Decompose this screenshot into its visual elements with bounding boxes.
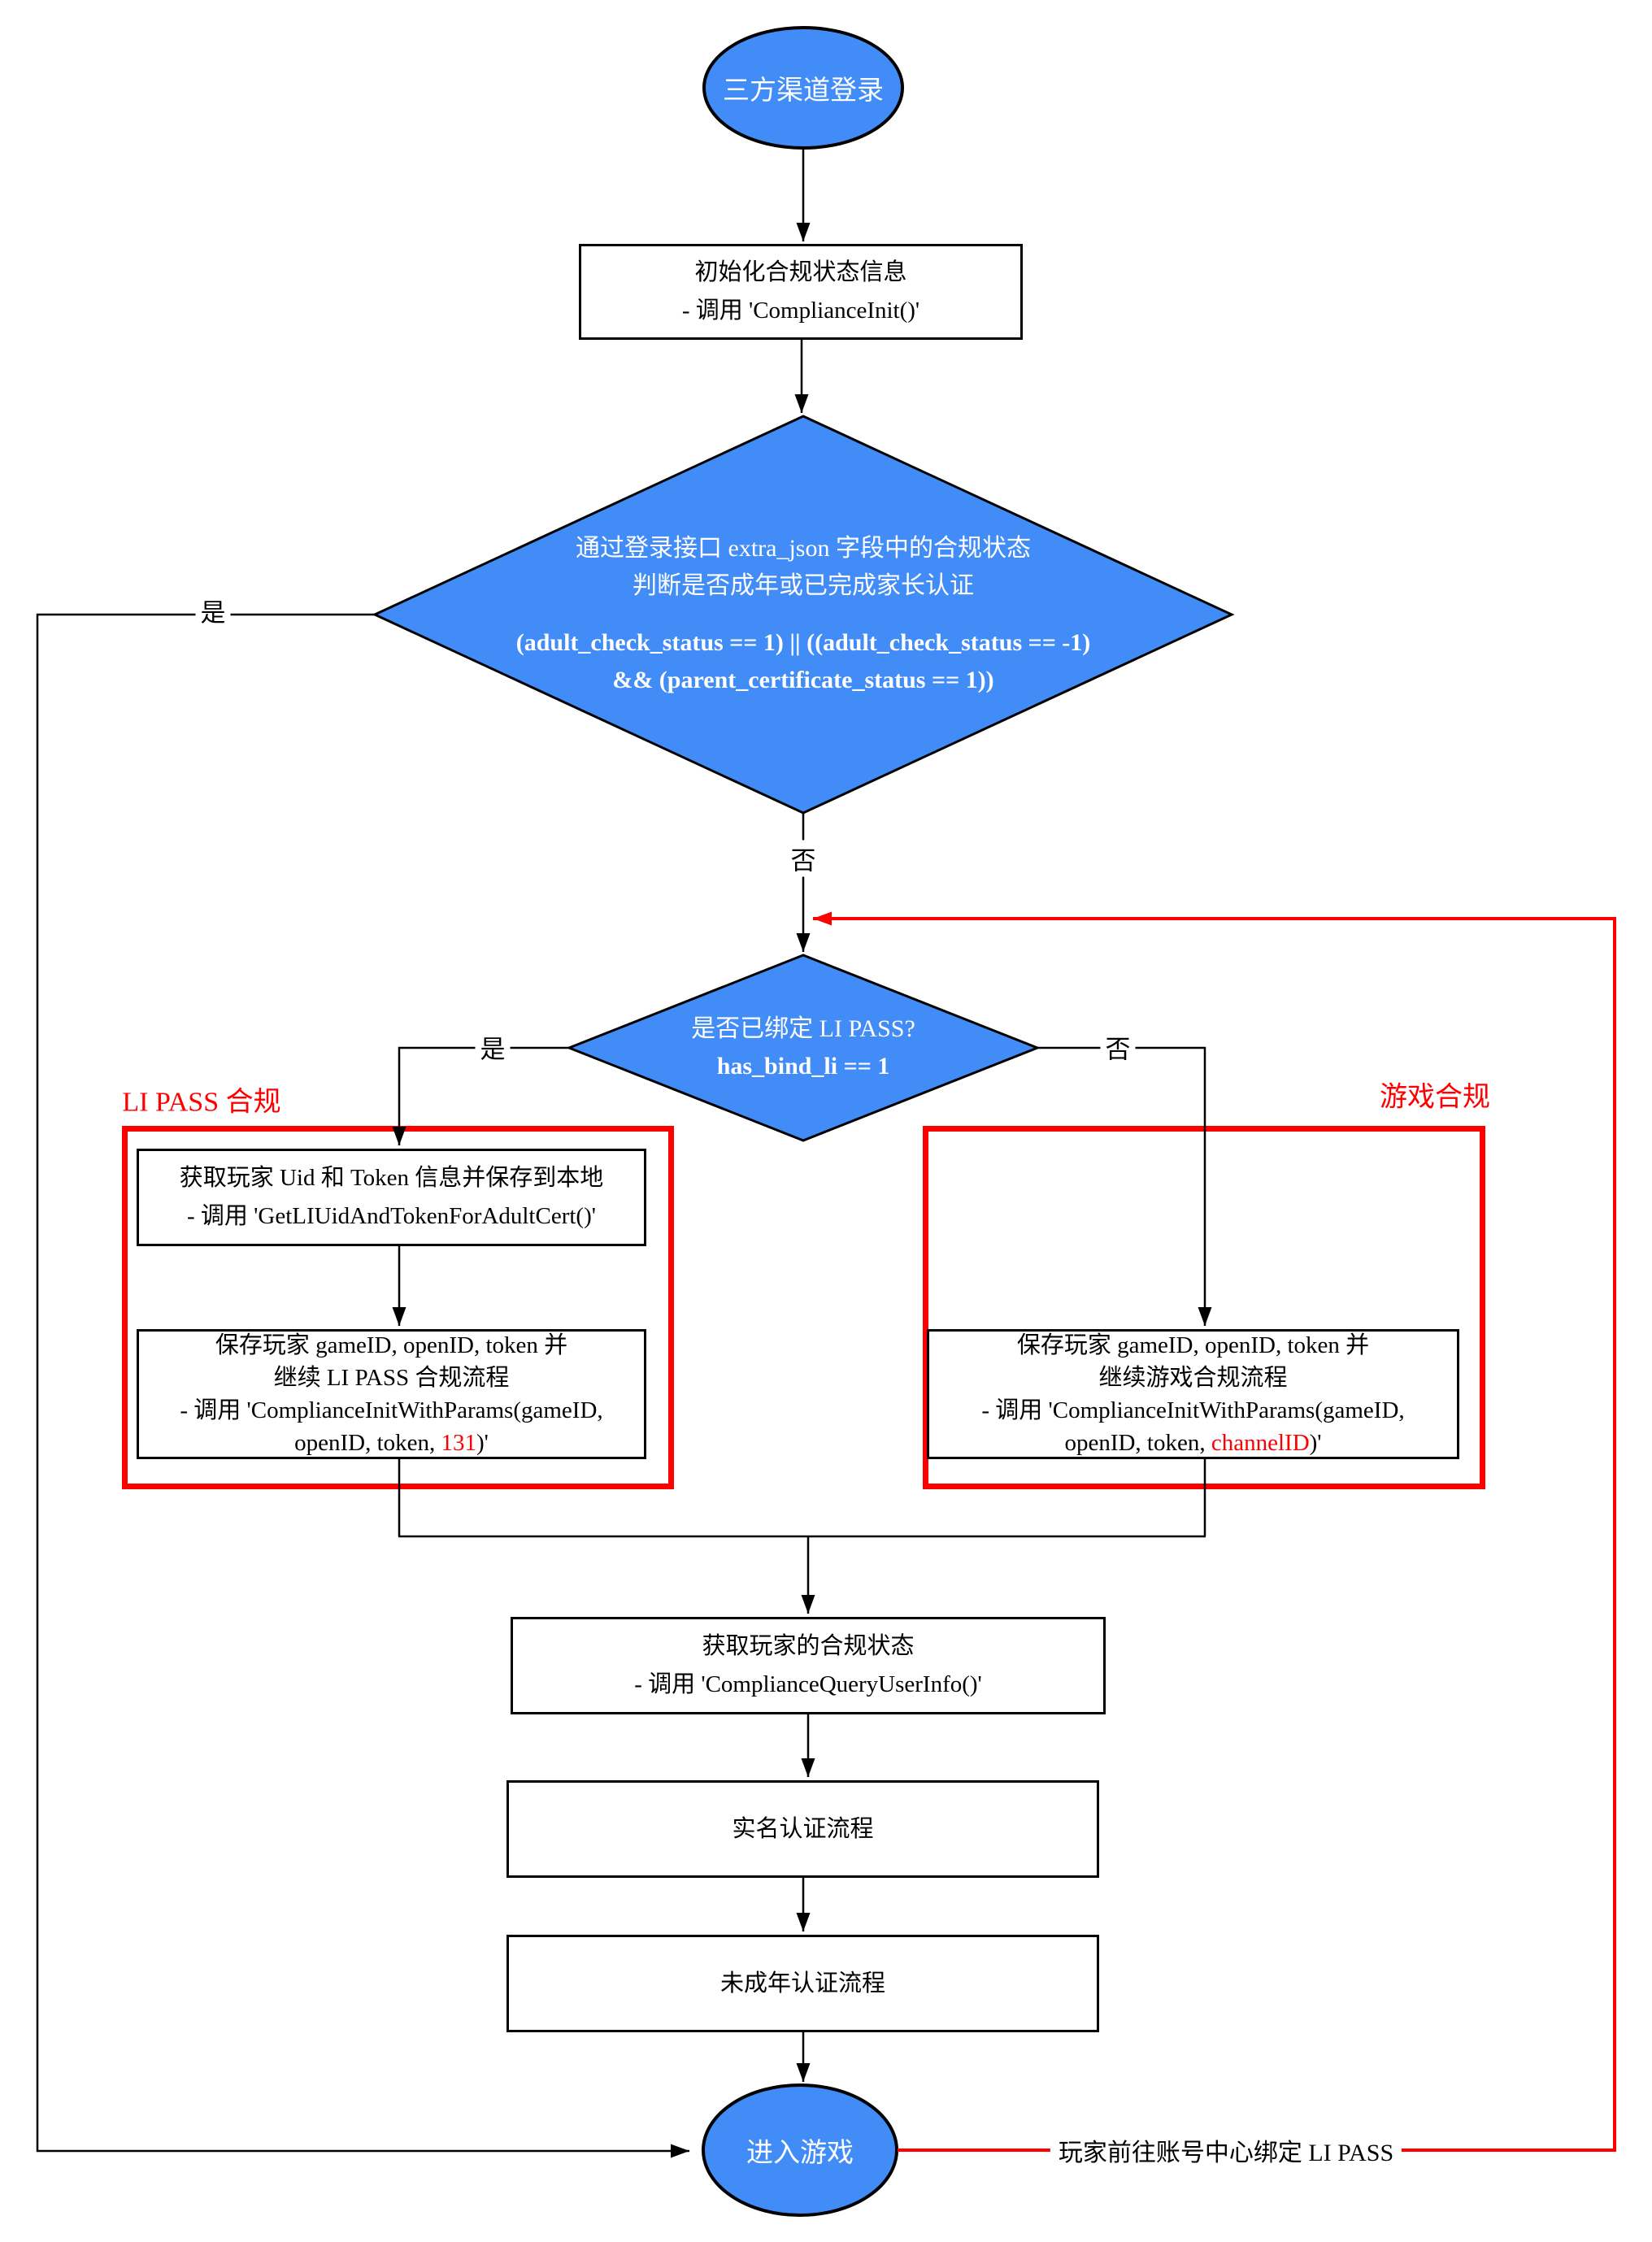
edge-adult-yes-loop bbox=[36, 613, 689, 2158]
start-ellipse bbox=[702, 26, 904, 150]
edge-bind-yes bbox=[392, 1046, 569, 1145]
enter-game-ellipse bbox=[702, 2083, 898, 2217]
adult-check-diamond bbox=[372, 415, 1235, 815]
bind-check-diamond bbox=[565, 954, 1041, 1142]
edge-bind-no bbox=[1037, 1046, 1212, 1326]
edge-bind-loop-red bbox=[813, 911, 1616, 2152]
